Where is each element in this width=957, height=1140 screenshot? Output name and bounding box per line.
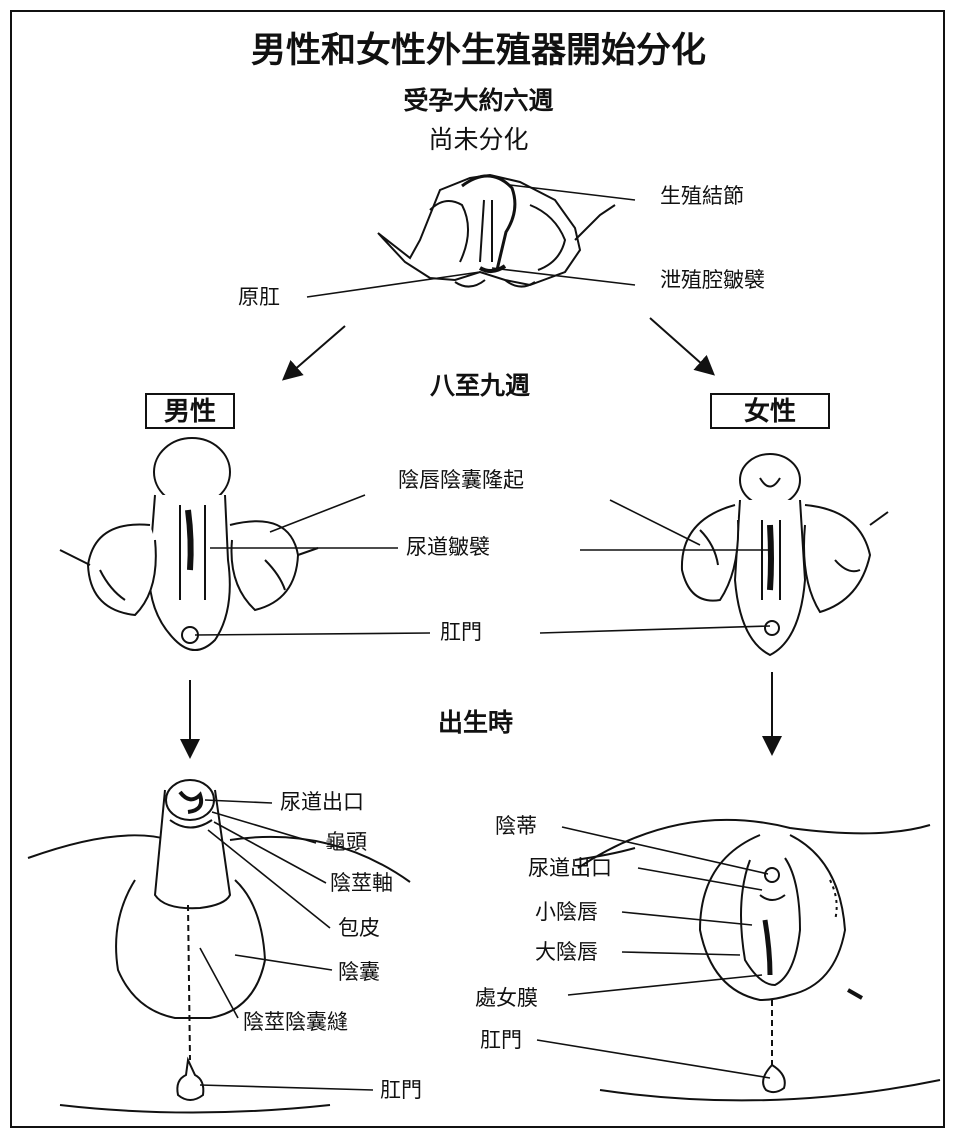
arrow-to-female — [649, 317, 715, 376]
leader-labioscrotal-male — [269, 494, 366, 533]
arrow-to-male — [281, 325, 346, 381]
female-label-box: 女性 — [710, 393, 830, 429]
leader-primitive-anus — [306, 271, 481, 298]
label-female-anus: 肛門 — [480, 1028, 522, 1052]
leader-glans — [211, 811, 317, 844]
male-at-birth-drawing — [27, 779, 411, 1114]
leader-cloacal-fold — [491, 267, 636, 286]
male-8-9-weeks-drawing — [59, 437, 319, 651]
leader-clitoris — [561, 826, 769, 875]
label-foreskin: 包皮 — [338, 916, 380, 940]
label-hymen: 處女膜 — [475, 986, 538, 1010]
leader-raphe — [199, 947, 239, 1019]
leader-labioscrotal-female — [609, 499, 701, 546]
leader-foreskin — [207, 829, 331, 929]
label-scrotum: 陰囊 — [338, 960, 380, 984]
leader-anus-female — [539, 625, 771, 634]
label-clitoris: 陰蒂 — [495, 814, 537, 838]
male-label-box: 男性 — [145, 393, 235, 429]
label-urethral-fold: 尿道皺襞 — [406, 535, 490, 559]
label-labioscrotal-swelling: 陰唇陰囊隆起 — [398, 468, 524, 492]
leader-genital-tubercle — [509, 184, 636, 201]
female-at-birth-drawing — [574, 818, 941, 1102]
leader-male-anus — [199, 1084, 374, 1091]
leader-hymen — [567, 974, 763, 996]
leader-labia-majora — [621, 951, 741, 956]
diagram-title: 男性和女性外生殖器開始分化 — [250, 30, 706, 71]
female-8-9-weeks-drawing — [680, 453, 889, 657]
leader-labia-minora — [621, 911, 753, 926]
leader-shaft — [213, 821, 327, 884]
subtitle-week: 受孕大約六週 — [403, 86, 554, 115]
leader-scrotum — [234, 954, 333, 971]
label-genital-tubercle: 生殖結節 — [660, 184, 744, 208]
stage-at-birth: 出生時 — [438, 708, 514, 737]
label-cloacal-fold: 泄殖腔皺襞 — [660, 268, 765, 292]
leader-female-urethral-opening — [637, 867, 763, 891]
label-female-urethral-opening: 尿道出口 — [528, 856, 612, 880]
subtitle-state: 尚未分化 — [428, 125, 529, 154]
stage-8-9-weeks: 八至九週 — [430, 371, 531, 400]
label-raphe: 陰莖陰囊縫 — [243, 1010, 348, 1034]
leader-female-anus — [536, 1039, 771, 1079]
label-primitive-anus: 原肛 — [238, 285, 280, 309]
label-anus-mid: 肛門 — [440, 620, 482, 644]
label-labia-majora: 大陰唇 — [535, 940, 598, 964]
undifferentiated-genitalia-drawing — [377, 173, 616, 288]
label-glans: 龜頭 — [325, 830, 367, 854]
label-shaft: 陰莖軸 — [330, 871, 393, 895]
leader-male-urethral-opening — [204, 799, 273, 804]
label-male-urethral-opening: 尿道出口 — [280, 790, 364, 814]
leader-anus-male — [194, 632, 431, 636]
label-labia-minora: 小陰唇 — [535, 900, 598, 924]
diagram-frame — [10, 10, 945, 1128]
label-male-anus: 肛門 — [380, 1078, 422, 1102]
